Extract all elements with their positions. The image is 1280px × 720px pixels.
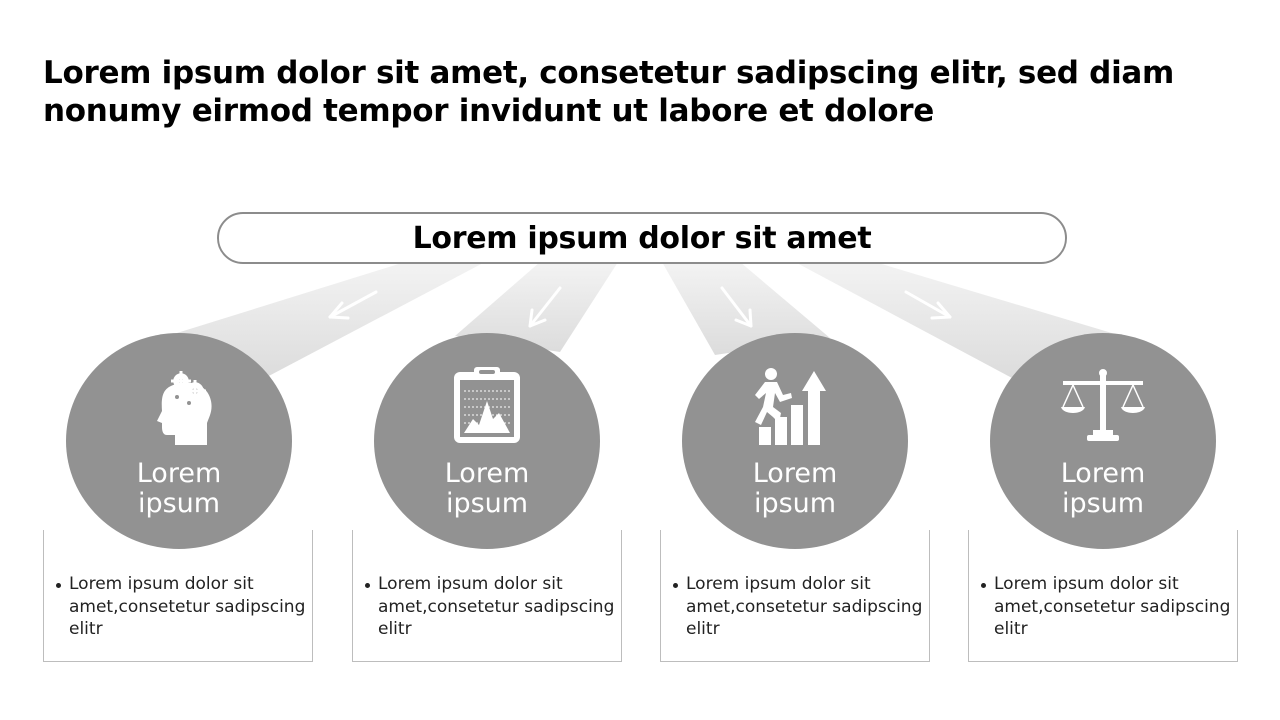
item-2-label-line-2: ipsum xyxy=(445,488,529,519)
item-3-label-line-1: Lorem xyxy=(752,458,838,489)
head-gears-icon xyxy=(157,371,212,445)
person-growth-icon xyxy=(755,368,826,445)
item-2-circle: Lorem ipsum xyxy=(374,333,600,549)
item-3-label: Lorem ipsum xyxy=(682,459,908,519)
title-line-2: nonumy eirmod tempor invidunt ut labore … xyxy=(43,93,934,129)
item-2-box: Lorem ipsum dolor sit amet,consetetur sa… xyxy=(352,530,622,662)
item-1-label: Lorem ipsum xyxy=(66,459,292,519)
item-3-label-line-2: ipsum xyxy=(753,488,837,519)
item-1-box: Lorem ipsum dolor sit amet,consetetur sa… xyxy=(43,530,313,662)
item-3-text: Lorem ipsum dolor sit amet,consetetur sa… xyxy=(671,573,926,641)
arrow-down-right-icon xyxy=(904,290,952,320)
title-line-1: Lorem ipsum dolor sit amet, consetetur s… xyxy=(43,55,1175,91)
item-1-text: Lorem ipsum dolor sit amet,consetetur sa… xyxy=(54,573,309,641)
arrow-down-left-icon xyxy=(328,290,378,320)
page-title: Lorem ipsum dolor sit amet, consetetur s… xyxy=(43,54,1243,130)
arrow-down-left-icon xyxy=(528,286,562,328)
arrow-down-right-icon xyxy=(720,286,753,328)
header-label: Lorem ipsum dolor sit amet xyxy=(412,220,872,256)
item-4-label-line-1: Lorem xyxy=(1060,458,1146,489)
item-1-circle: Lorem ipsum xyxy=(66,333,292,549)
item-2-text: Lorem ipsum dolor sit amet,consetetur sa… xyxy=(363,573,618,641)
item-4-box: Lorem ipsum dolor sit amet,consetetur sa… xyxy=(968,530,1238,662)
item-2-label: Lorem ipsum xyxy=(374,459,600,519)
beam-3 xyxy=(662,262,830,355)
item-4-text: Lorem ipsum dolor sit amet,consetetur sa… xyxy=(979,573,1234,641)
item-3-box: Lorem ipsum dolor sit amet,consetetur sa… xyxy=(660,530,930,662)
item-4-label-line-2: ipsum xyxy=(1061,488,1145,519)
clipboard-chart-icon xyxy=(454,367,520,443)
item-2-label-line-1: Lorem xyxy=(444,458,530,489)
item-4-label: Lorem ipsum xyxy=(990,459,1216,519)
header-pill: Lorem ipsum dolor sit amet xyxy=(217,212,1067,264)
beam-2 xyxy=(455,262,618,352)
item-1-label-line-2: ipsum xyxy=(137,488,221,519)
item-1-label-line-1: Lorem xyxy=(136,458,222,489)
item-3-circle: Lorem ipsum xyxy=(682,333,908,549)
item-4-circle: Lorem ipsum xyxy=(990,333,1216,549)
scales-icon xyxy=(1061,369,1145,441)
